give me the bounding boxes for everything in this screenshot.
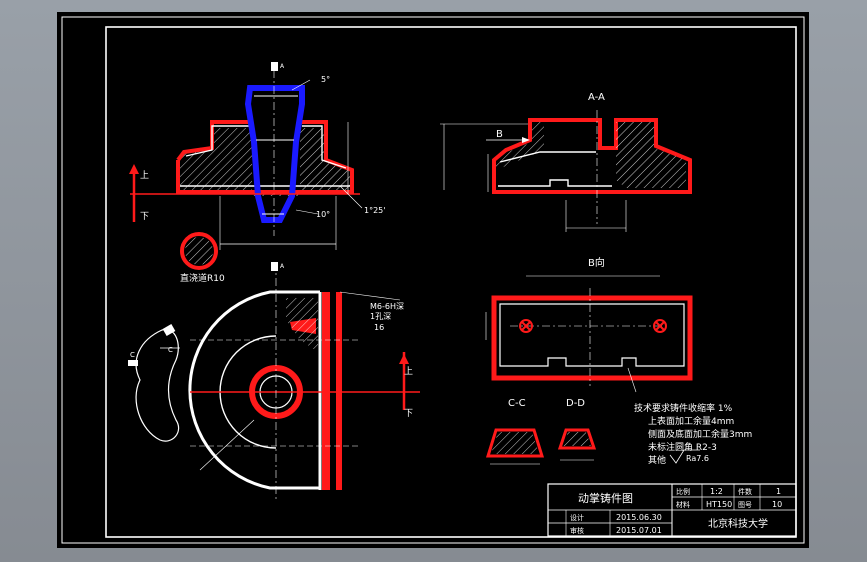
- down-label-bottom: 下: [404, 409, 413, 419]
- material-value: HT150: [706, 500, 732, 509]
- section-cc-dd: [485, 428, 597, 465]
- section-aa-view: [440, 110, 692, 232]
- down-label-top: 下: [140, 212, 149, 222]
- notes-line-3: 未标注圆角 R2-3: [648, 441, 717, 453]
- top-view: [128, 262, 420, 500]
- qty-label: 件数: [738, 487, 752, 496]
- outer-frame: [61, 16, 805, 544]
- sheet-value: 10: [772, 500, 782, 509]
- thread-note-3: 16: [374, 323, 384, 332]
- section-aa-title: A-A: [588, 92, 605, 103]
- cut-c-left-label: C: [130, 351, 135, 359]
- roughness-value: Ra7.6: [686, 454, 709, 463]
- thread-note-2: 1孔深: [370, 312, 391, 321]
- drawing-sheet: [57, 12, 809, 548]
- cut-a-top-label: A: [280, 63, 285, 70]
- notes-line-1: 上表面加工余量4mm: [648, 415, 734, 427]
- draft-angle-label: 10°: [316, 210, 330, 219]
- thread-note-1: M6-6H深: [370, 302, 404, 311]
- scale-value: 1:2: [710, 487, 723, 496]
- draft-angle-2-label: 1°25': [364, 206, 385, 215]
- checker-label: 审核: [570, 526, 584, 535]
- qty-value: 1: [776, 487, 781, 496]
- school-name: 北京科技大学: [708, 517, 768, 530]
- cut-a-bottom-label: A: [280, 263, 285, 270]
- notes-heading: 技术要求铸件收缩率 1%: [634, 402, 733, 414]
- material-label: 材料: [676, 500, 690, 509]
- sprue-label: 直浇道R10: [180, 272, 225, 284]
- sheet-label: 图号: [738, 501, 752, 509]
- up-label-top: 上: [140, 170, 149, 181]
- date-2: 2015.07.01: [616, 526, 662, 535]
- inner-border: [105, 26, 797, 538]
- view-b-title: B向: [588, 256, 605, 269]
- section-dd-title: D-D: [566, 398, 585, 409]
- view-b-arrow-label: B: [496, 129, 503, 140]
- scale-label: 比例: [676, 487, 690, 496]
- date-1: 2015.06.30: [616, 513, 662, 522]
- title-block: [547, 483, 797, 537]
- cut-c-right-label: C: [168, 346, 173, 354]
- notes-line-2: 侧面及底面加工余量3mm: [648, 428, 752, 440]
- designer-label: 设计: [570, 513, 584, 522]
- notes-line-4: 其他: [648, 454, 666, 466]
- view-b: [485, 275, 693, 393]
- taper-angle-label: 5°: [321, 75, 330, 84]
- up-label-bottom: 上: [404, 366, 413, 377]
- title-block-title: 动掌铸件图: [578, 491, 633, 505]
- roughness-symbol: [669, 449, 700, 464]
- front-section-view: [129, 62, 363, 270]
- section-cc-title: C-C: [508, 398, 526, 409]
